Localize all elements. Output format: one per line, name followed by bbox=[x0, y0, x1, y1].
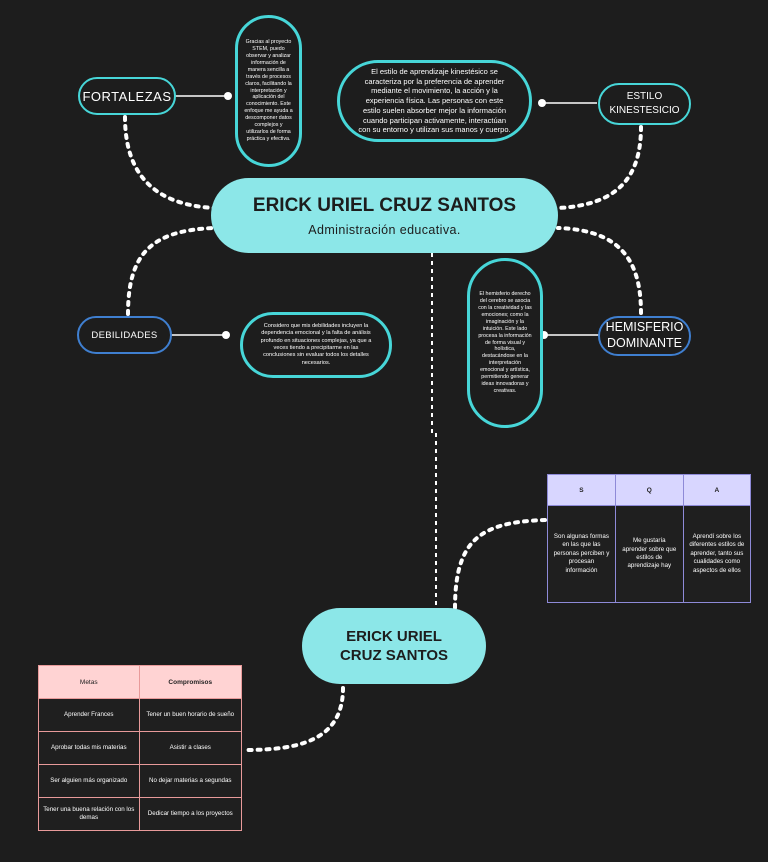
metas-table: Metas Compromisos Aprender Frances Tener… bbox=[38, 665, 243, 831]
sqa-cell-q: Me gustaría aprender sobre que estilos d… bbox=[614, 505, 684, 603]
fortalezas-text: Gracias al proyecto STEM, puedo observar… bbox=[244, 39, 293, 142]
main-title: ERICK URIEL CRUZ SANTOS bbox=[252, 195, 517, 216]
fortalezas-node[interactable]: FORTALEZAS bbox=[78, 77, 176, 115]
second-title: ERICK URIEL CRUZ SANTOS bbox=[339, 627, 449, 665]
debilidades-label: DEBILIDADES bbox=[91, 329, 158, 341]
debilidades-node[interactable]: DEBILIDADES bbox=[77, 316, 172, 354]
hemisferio-text: El hemisferio derecho del cerebro se aso… bbox=[478, 291, 532, 394]
link-sqa bbox=[453, 518, 547, 610]
metas-header: Metas bbox=[38, 665, 140, 699]
sqa-table: S Q A Son algunas formas en las que las … bbox=[547, 474, 752, 603]
link-debilidades bbox=[126, 226, 217, 316]
table-row: Tener una buena relación con los demas D… bbox=[38, 797, 243, 831]
compromiso-cell: Tener un buen horario de sueño bbox=[138, 698, 243, 732]
compromisos-header: Compromisos bbox=[138, 665, 243, 699]
connector-dot bbox=[538, 99, 546, 107]
debilidades-bubble: Considero que mis debilidades incluyen l… bbox=[240, 312, 392, 378]
compromiso-cell: Dedicar tiempo a los proyectos bbox=[138, 797, 243, 831]
main-title-node[interactable]: ERICK URIEL CRUZ SANTOS Administración e… bbox=[211, 178, 558, 253]
link-hemisferio bbox=[556, 226, 643, 315]
estilo-label: ESTILO KINESTESICIO bbox=[609, 90, 680, 117]
sqa-header-q: Q bbox=[614, 474, 684, 506]
table-row: Aprender Frances Tener un buen horario d… bbox=[38, 698, 243, 732]
table-row: Ser alguien más organizado No dejar mate… bbox=[38, 764, 243, 798]
second-title-node[interactable]: ERICK URIEL CRUZ SANTOS bbox=[302, 608, 486, 684]
sqa-cell-a: Aprendí sobre los diferentes estilos de … bbox=[682, 505, 752, 603]
connector-dot bbox=[224, 92, 232, 100]
compromiso-cell: No dejar materias a segundas bbox=[138, 764, 243, 798]
main-subtitle: Administración educativa. bbox=[308, 223, 461, 237]
sqa-cell-s: Son algunas formas en las que las person… bbox=[547, 505, 616, 603]
meta-cell: Aprender Frances bbox=[38, 698, 140, 732]
hemisferio-label: HEMISFERIO DOMINANTE bbox=[605, 320, 684, 350]
sqa-header-a: A bbox=[682, 474, 752, 506]
link-fortalezas bbox=[123, 115, 217, 210]
fortalezas-bubble: Gracias al proyecto STEM, puedo observar… bbox=[235, 15, 302, 167]
connector-dot bbox=[540, 331, 548, 339]
link-estilo bbox=[556, 125, 643, 210]
hemisferio-bubble: El hemisferio derecho del cerebro se aso… bbox=[467, 258, 543, 428]
sqa-header-s: S bbox=[547, 474, 616, 506]
meta-cell: Aprobar todas mis materias bbox=[38, 731, 140, 765]
estilo-bubble: El estilo de aprendizaje kinestésico se … bbox=[337, 60, 532, 142]
link-main-second bbox=[431, 253, 437, 610]
link-metas bbox=[243, 686, 345, 752]
meta-cell: Tener una buena relación con los demas bbox=[38, 797, 140, 831]
hemisferio-node[interactable]: HEMISFERIO DOMINANTE bbox=[598, 316, 691, 356]
table-row: Aprobar todas mis materias Asistir a cla… bbox=[38, 731, 243, 765]
estilo-node[interactable]: ESTILO KINESTESICIO bbox=[598, 83, 691, 125]
fortalezas-label: FORTALEZAS bbox=[82, 88, 172, 104]
meta-cell: Ser alguien más organizado bbox=[38, 764, 140, 798]
connector-dot bbox=[222, 331, 230, 339]
estilo-text: El estilo de aprendizaje kinestésico se … bbox=[358, 66, 511, 135]
debilidades-text: Considero que mis debilidades incluyen l… bbox=[260, 323, 372, 366]
compromiso-cell: Asistir a clases bbox=[138, 731, 243, 765]
